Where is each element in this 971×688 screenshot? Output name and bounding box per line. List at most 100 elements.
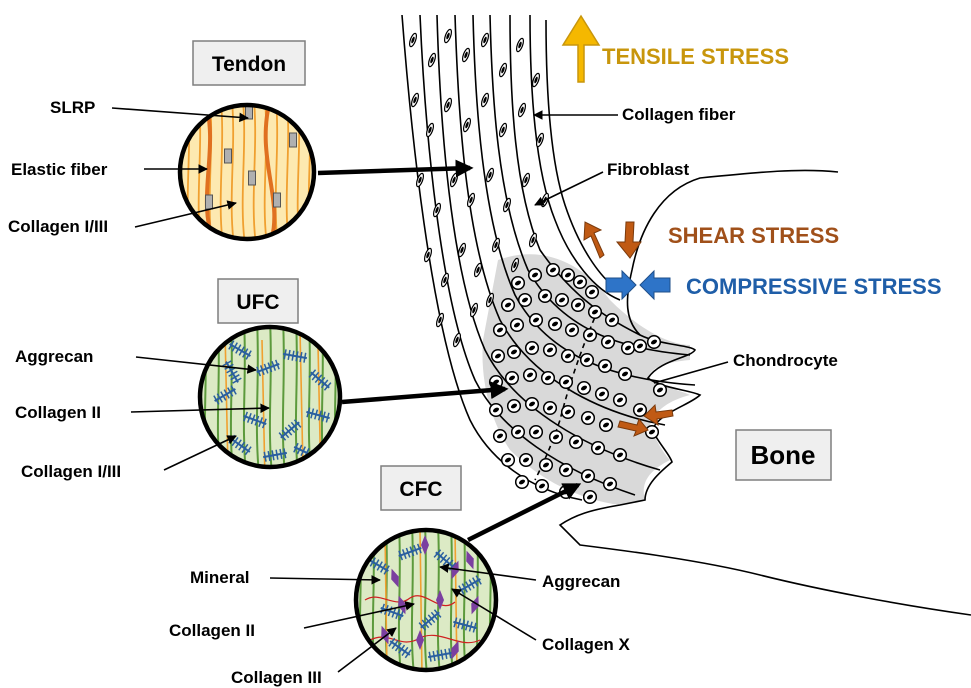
- label-chondrocyte: Chondrocyte: [733, 351, 838, 370]
- label-aggrecan-cfc: Aggrecan: [542, 572, 620, 591]
- slrp-molecule: [249, 171, 256, 185]
- fibroblast: [531, 73, 541, 88]
- compressive-stress-arrows: [606, 271, 670, 299]
- fibroblast: [443, 29, 453, 44]
- fibroblast: [517, 103, 527, 118]
- chondrocyte: [511, 319, 524, 332]
- chondrocyte: [634, 404, 647, 417]
- chondrocyte: [606, 314, 619, 327]
- fibroblast: [498, 123, 508, 138]
- chondrocyte: [542, 372, 555, 385]
- chondrocyte: [544, 344, 557, 357]
- chondrocyte: [490, 376, 503, 389]
- chondrocyte: [502, 299, 515, 312]
- chondrocyte: [502, 454, 515, 467]
- chondrocyte: [619, 368, 632, 381]
- chondrocyte: [604, 478, 617, 491]
- chondrocyte: [600, 419, 613, 432]
- label-bone: Bone: [751, 440, 816, 470]
- fibroblast: [410, 93, 420, 108]
- chondrocyte: [562, 406, 575, 419]
- tensile-stress-label: TENSILE STRESS: [602, 44, 789, 69]
- fibroblast: [461, 48, 471, 63]
- chondrocyte: [596, 388, 609, 401]
- chondrocyte: [508, 346, 521, 359]
- chondrocyte: [562, 269, 575, 282]
- label-mineral: Mineral: [190, 568, 250, 587]
- chondrocyte: [578, 382, 591, 395]
- chondrocyte: [560, 376, 573, 389]
- cfc-inset: [354, 525, 499, 675]
- chondrocyte: [508, 400, 521, 413]
- chondrocyte: [530, 314, 543, 327]
- chondrocyte: [634, 340, 647, 353]
- chondrocyte: [494, 324, 507, 337]
- ufc-inset: [198, 320, 343, 485]
- fibroblast: [502, 198, 512, 213]
- fibroblast: [521, 173, 531, 188]
- fibroblast: [408, 33, 418, 48]
- chondrocyte: [544, 402, 557, 415]
- chondrocyte: [581, 354, 594, 367]
- chondrocyte: [539, 290, 552, 303]
- chondrocyte: [648, 336, 661, 349]
- chondrocyte: [574, 276, 587, 289]
- tendon-inset: [178, 100, 318, 245]
- fibroblast: [515, 38, 525, 53]
- chondrocyte: [549, 318, 562, 331]
- label-aggrecan-ufc: Aggrecan: [15, 347, 93, 366]
- chondrocyte: [524, 369, 537, 382]
- chondrocyte: [572, 299, 585, 312]
- cfc-to-region-arrow: [468, 485, 578, 540]
- chondrocyte: [556, 294, 569, 307]
- chondrocyte: [550, 431, 563, 444]
- chondrocyte: [566, 324, 579, 337]
- label-collagen-fiber: Collagen fiber: [622, 105, 736, 124]
- fibroblast: [473, 263, 483, 278]
- fibroblast: [415, 173, 425, 188]
- chondrocyte: [490, 404, 503, 417]
- label-elastic-fiber: Elastic fiber: [11, 160, 108, 179]
- chondrocyte: [562, 350, 575, 363]
- chondrocyte: [506, 372, 519, 385]
- ufc-to-region-arrow: [342, 389, 505, 402]
- label-fibroblast: Fibroblast: [607, 160, 690, 179]
- chondrocyte: [589, 306, 602, 319]
- chondrocyte: [599, 360, 612, 373]
- chondrocyte: [519, 294, 532, 307]
- shear-stress-arrows-top: [584, 222, 641, 258]
- chondrocyte: [614, 449, 627, 462]
- chondrocyte: [540, 459, 553, 472]
- chondrocyte: [526, 342, 539, 355]
- label-collagen-1-3-tendon: Collagen I/III: [8, 217, 108, 236]
- chondrocyte: [520, 454, 533, 467]
- chondrocyte: [516, 476, 529, 489]
- cfc-title: CFC: [399, 478, 442, 501]
- chondrocyte: [654, 384, 667, 397]
- fibroblast: [449, 173, 459, 188]
- fibroblast: [427, 53, 437, 68]
- chondrocyte: [622, 342, 635, 355]
- tensile-stress-arrow: [563, 16, 599, 82]
- chondrocyte: [530, 426, 543, 439]
- slrp-molecule: [206, 195, 213, 209]
- fibroblast: [432, 203, 442, 218]
- pointer-chondrocyte: [654, 362, 728, 383]
- fibroblast: [480, 93, 490, 108]
- label-collagen-2-ufc: Collagen II: [15, 403, 101, 422]
- chondrocyte: [536, 480, 549, 493]
- chondrocyte: [592, 442, 605, 455]
- slrp-molecule: [225, 149, 232, 163]
- fibroblast: [485, 168, 495, 183]
- slrp-molecule: [290, 133, 297, 147]
- chondrocyte: [586, 286, 599, 299]
- slrp-molecule: [274, 193, 281, 207]
- chondrocyte: [526, 398, 539, 411]
- tendon-title: Tendon: [212, 53, 286, 76]
- ufc-title: UFC: [236, 291, 279, 314]
- chondrocyte: [492, 350, 505, 363]
- chondrocyte: [547, 264, 560, 277]
- chondrocyte: [614, 394, 627, 407]
